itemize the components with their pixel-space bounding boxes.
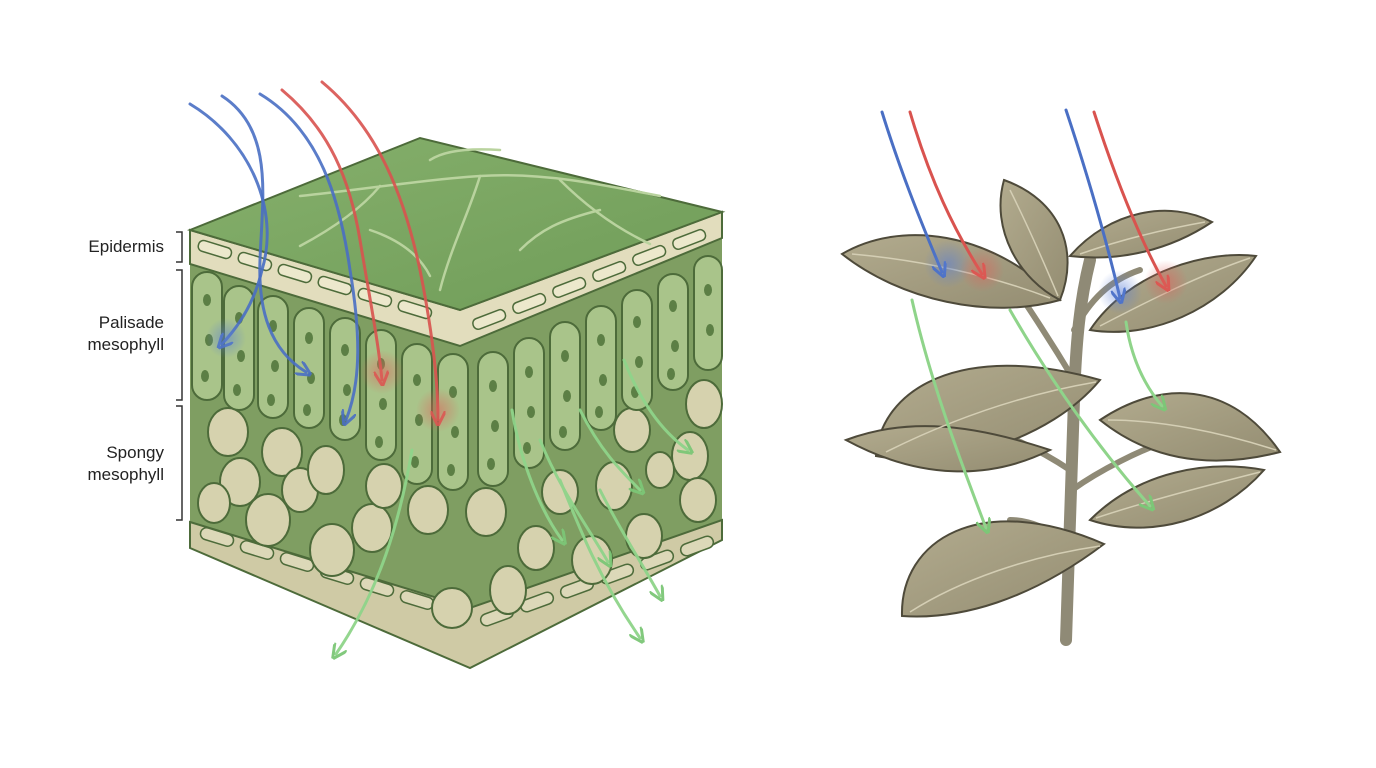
layer-brackets [176, 231, 183, 521]
spongy-label-line-2: mesophyll [87, 465, 164, 484]
palisade-label-line-2: mesophyll [87, 335, 164, 354]
green-arrow-3 [538, 438, 608, 562]
red-light-arrows [280, 80, 438, 420]
green-light-arrows [336, 358, 688, 654]
red-arrow-2 [320, 80, 438, 420]
plant-green-arrows [910, 298, 1162, 528]
palisade-mesophyll-label: Palisade mesophyll [60, 312, 164, 356]
epidermis-label: Epidermis [60, 236, 164, 258]
upper-epidermis-cells [197, 228, 707, 330]
plant-green-arrow-2 [1008, 308, 1150, 506]
epidermis-bracket [176, 231, 183, 263]
blue-arrow-2 [220, 94, 306, 372]
red-arrow-1 [280, 88, 382, 380]
plant-green-arrow-1 [910, 298, 986, 528]
epidermis-label-text: Epidermis [88, 237, 164, 256]
leaf-veins [298, 148, 662, 292]
palisade-bracket [176, 269, 183, 401]
green-arrow-5 [622, 358, 688, 450]
blue-arrow-3 [258, 92, 360, 420]
leaf-mid-left-back [843, 425, 1053, 473]
chloroplasts [201, 284, 714, 476]
green-arrow-1 [336, 448, 414, 654]
blue-light-arrows [188, 92, 360, 420]
plant-leaves [840, 178, 1282, 618]
leaf-lower-right [1088, 465, 1266, 529]
spongy-label-line-1: Spongy [106, 443, 164, 462]
spongy-bracket [176, 405, 183, 521]
plant-stem [1060, 254, 1096, 646]
plant-illustration [840, 108, 1282, 646]
green-arrow-7 [598, 488, 660, 596]
plant-red-arrow-2 [1092, 110, 1166, 286]
leaf-cross-section [176, 80, 726, 670]
green-arrow-4 [578, 408, 640, 490]
blue-arrow-1 [188, 102, 269, 344]
spongy-mesophyll-label: Spongy mesophyll [60, 442, 164, 486]
green-arrow-2 [510, 408, 562, 540]
plant-green-arrow-3 [1124, 320, 1162, 406]
lower-epidermis-cells [199, 527, 715, 627]
palisade-label-line-1: Palisade [98, 313, 164, 332]
green-arrow-6 [558, 478, 640, 638]
leaf-mid-right [1098, 392, 1282, 462]
leaf-top-surface [186, 136, 726, 312]
